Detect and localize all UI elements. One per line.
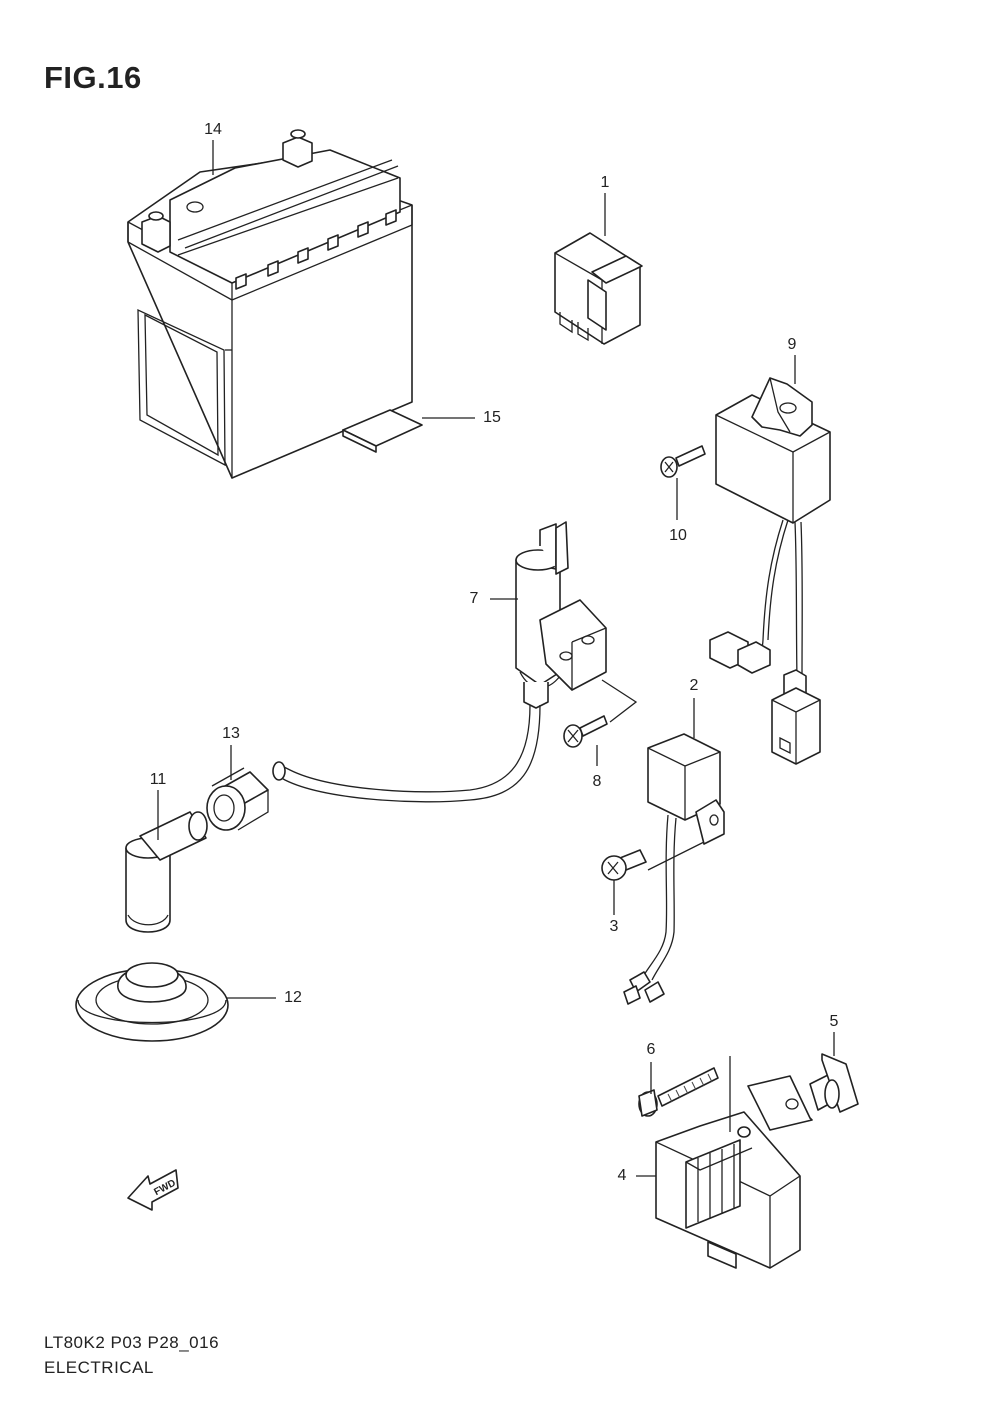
ignition-coil-part-7[interactable] [515, 521, 607, 709]
callout-8: 8 [592, 773, 602, 790]
callout-9: 9 [787, 336, 797, 353]
callout-3: 3 [609, 918, 619, 935]
relay-part-1[interactable] [554, 232, 643, 345]
callout-12: 12 [284, 989, 302, 1006]
callout-11: 11 [149, 771, 167, 788]
callout-4: 4 [617, 1167, 627, 1184]
battery-part-14[interactable] [127, 129, 413, 479]
callout-15: 15 [483, 409, 501, 426]
fwd-arrow-icon: FWD [127, 1169, 179, 1211]
footer-section: ELECTRICAL [44, 1358, 154, 1377]
screw-part-8[interactable] [563, 715, 608, 748]
battery-pad-part-15[interactable] [342, 409, 423, 453]
bracket-part-5[interactable] [747, 1053, 859, 1131]
callout-5: 5 [829, 1013, 839, 1030]
unit-part-2[interactable] [623, 733, 725, 1005]
bolt-part-6[interactable] [638, 1067, 719, 1117]
callout-6: 6 [646, 1041, 656, 1058]
callout-13: 13 [222, 725, 240, 742]
screw-part-3[interactable] [601, 849, 647, 881]
cable-seal-part-13[interactable] [206, 767, 269, 831]
figure-title: FIG.16 [44, 60, 142, 95]
callout-2: 2 [689, 677, 699, 694]
regulator-part-4[interactable] [655, 1111, 801, 1269]
ignition-cable [272, 704, 541, 803]
callout-10: 10 [669, 527, 687, 544]
screw-part-10[interactable] [660, 445, 706, 478]
callout-14: 14 [204, 121, 222, 138]
spark-plug-cap-part-11[interactable] [125, 811, 208, 933]
callout-7: 7 [469, 590, 479, 607]
control-unit-part-9[interactable] [709, 377, 831, 765]
callout-1: 1 [600, 174, 610, 191]
plug-cover-part-12[interactable] [75, 962, 229, 1042]
footer: LT80K2 P03 P28_016 ELECTRICAL [44, 1330, 219, 1380]
footer-code: LT80K2 P03 P28_016 [44, 1333, 220, 1352]
leader-lines [157, 140, 835, 1177]
